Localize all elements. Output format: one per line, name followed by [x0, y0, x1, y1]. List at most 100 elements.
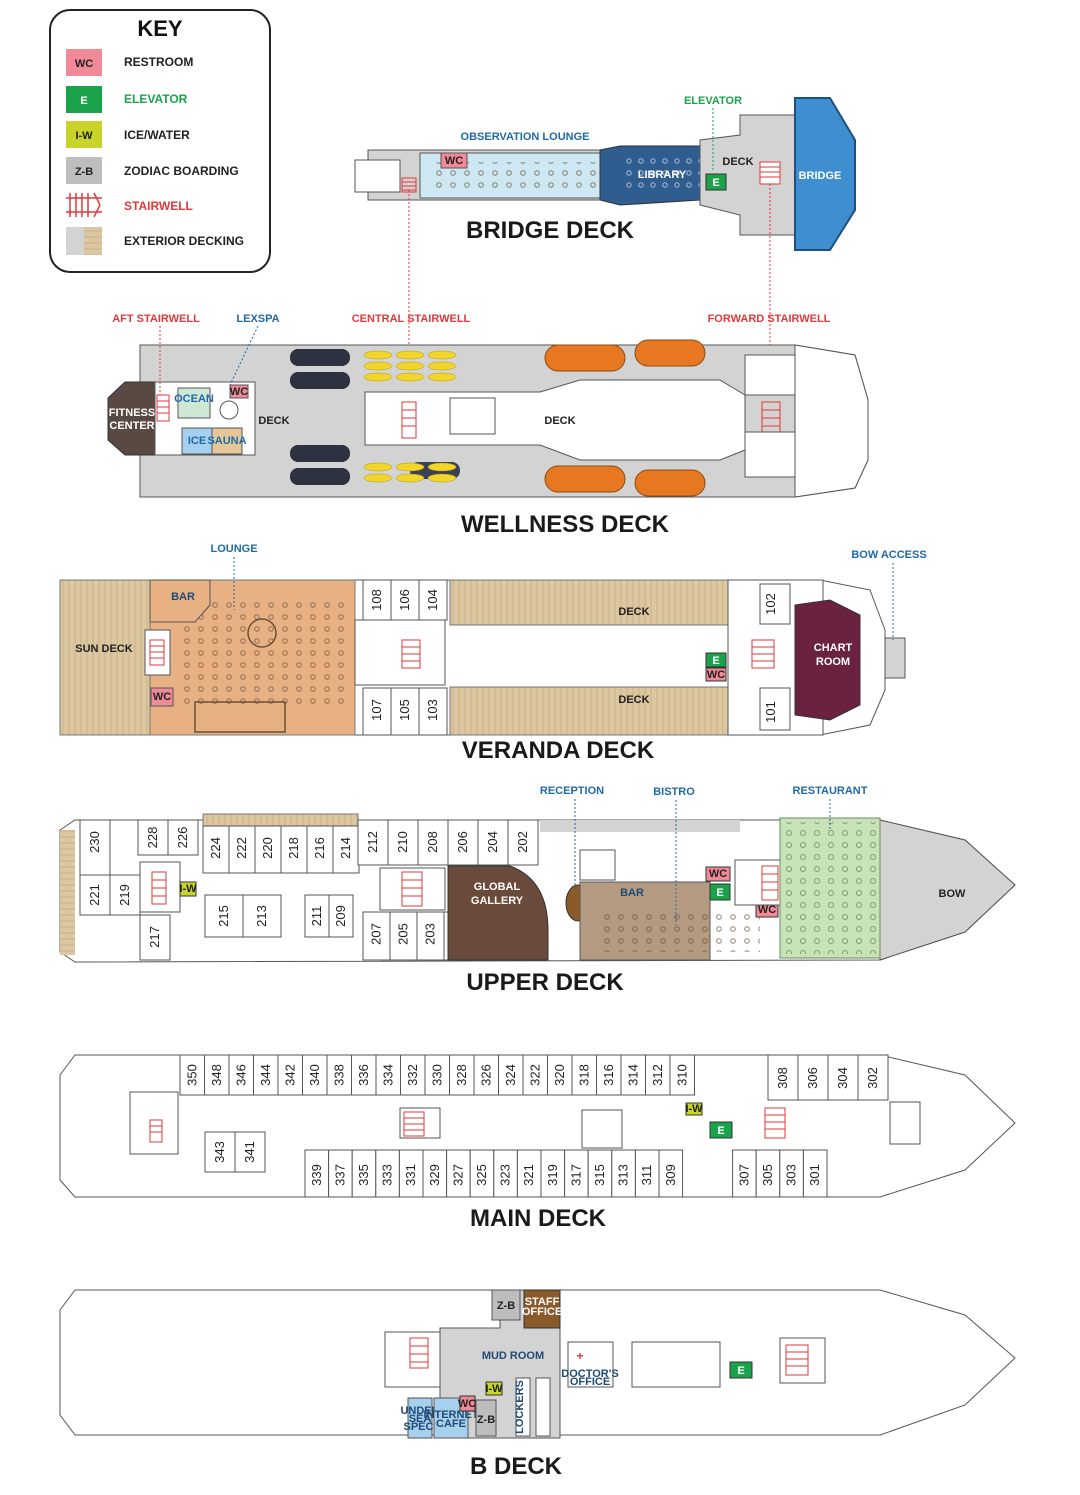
lockers — [515, 1377, 531, 1437]
stairwell-icon — [761, 865, 779, 901]
forward-structure-top — [744, 354, 796, 396]
reception-block — [579, 849, 616, 881]
cabin-number: 334 — [380, 1064, 395, 1086]
restroom-label: WC — [758, 904, 776, 916]
cabin-104 — [418, 579, 448, 621]
bridge-aft-structure — [354, 159, 401, 193]
cabin-number: 217 — [147, 926, 162, 948]
upper-central-stair-block — [379, 867, 446, 911]
bow-label: BOW — [939, 888, 967, 900]
upper-gray-strip — [540, 820, 740, 832]
b-deck: Z-B STAFF OFFICE MUD ROOM LOCKERS UNDER … — [59, 1289, 1016, 1480]
cabin-number: 222 — [234, 837, 249, 859]
legend-item-icewater: I-W ICE/WATER — [66, 121, 190, 148]
bistro-bar-label: BAR — [620, 887, 644, 899]
cabin-number: 307 — [736, 1164, 751, 1186]
legend-symbol: I-W — [75, 130, 93, 142]
staff-office-label: STAFF — [525, 1296, 560, 1308]
restaurant-seating — [783, 822, 878, 954]
legend-item-restroom: WC RESTROOM — [66, 49, 193, 76]
elevator-veranda — [705, 652, 727, 668]
lounge-label: LOUNGE — [210, 543, 257, 555]
cabin-301 — [802, 1149, 828, 1198]
b-aft-stair-block — [384, 1331, 441, 1388]
restroom-label: WC — [458, 1398, 476, 1410]
cabin-number: 342 — [282, 1064, 297, 1086]
wellness-deck-title: WELLNESS DECK — [461, 511, 670, 538]
bridge-room — [794, 97, 856, 251]
cabin-number: 325 — [474, 1164, 489, 1186]
cabin-number: 331 — [403, 1164, 418, 1186]
cabin-330 — [424, 1054, 450, 1096]
lounge-round-bar — [247, 618, 277, 648]
cabin-346 — [228, 1054, 254, 1096]
cabin-number: 343 — [212, 1141, 227, 1163]
sauna-room — [211, 427, 243, 455]
kayaks — [363, 350, 457, 483]
bridge-deck: WC LIBRARY DECK E BRIDGE OBSERVATION LOU… — [354, 95, 856, 251]
cabin-number: 337 — [332, 1164, 347, 1186]
doctors-office — [567, 1341, 614, 1388]
cabin-316 — [596, 1054, 622, 1096]
cabin-number: 103 — [425, 699, 440, 721]
legend-item-exterior: EXTERIOR DECKING — [66, 227, 244, 255]
bridge-deck-title: BRIDGE DECK — [466, 217, 635, 244]
zodiac-boarding-lower — [475, 1399, 497, 1437]
cabin-number: 319 — [545, 1164, 560, 1186]
stairwell-icon — [149, 1119, 163, 1143]
cabin-102 — [759, 583, 791, 625]
cabin-328 — [449, 1054, 475, 1096]
cabin-number: 105 — [397, 699, 412, 721]
cabin-number: 206 — [455, 831, 470, 853]
cabin-number: 205 — [396, 923, 411, 945]
cabin-number: 207 — [369, 923, 384, 945]
cabin-number: 310 — [674, 1064, 689, 1086]
cabin-number: 326 — [478, 1064, 493, 1086]
cabin-number: 104 — [425, 589, 440, 611]
cabin-number: 305 — [760, 1164, 775, 1186]
cabin-341 — [234, 1131, 266, 1173]
cabin-number: 336 — [356, 1064, 371, 1086]
cabin-number: 218 — [286, 837, 301, 859]
restroom-bridge — [440, 152, 468, 169]
stairwell-icon — [401, 871, 423, 907]
cabin-number: 346 — [233, 1064, 248, 1086]
lounge-stage — [194, 701, 286, 733]
stairwell-icon — [151, 871, 167, 905]
main-central-stair — [399, 1107, 441, 1139]
zodiac-swatch — [66, 157, 102, 184]
cabin-number: 304 — [835, 1067, 850, 1089]
sun-deck — [59, 579, 151, 736]
stairwell-icon — [401, 639, 421, 669]
legend-item-elevator: E ELEVATOR — [66, 86, 188, 113]
elevator-label: E — [712, 655, 719, 667]
bow-access-label: BOW ACCESS — [851, 549, 926, 561]
restroom-label: WC — [707, 669, 725, 681]
elevator-callout: ELEVATOR — [684, 95, 742, 107]
legend-box — [49, 9, 271, 273]
icewater-b — [485, 1381, 503, 1396]
doctors-office-label: OFFICE — [570, 1376, 610, 1388]
cabin-number: 215 — [216, 905, 231, 927]
library-seating — [625, 152, 705, 194]
cabin-215 — [204, 894, 244, 938]
cabin-number: 320 — [552, 1064, 567, 1086]
cabin-310 — [669, 1054, 695, 1096]
elevator-swatch — [66, 86, 102, 113]
elevator-label: E — [712, 177, 719, 189]
cabin-number: 303 — [784, 1164, 799, 1186]
upper-deck-title: UPPER DECK — [466, 969, 624, 996]
icewater-label: I-W — [485, 1383, 503, 1395]
cabin-number: 102 — [763, 593, 778, 615]
cabin-number: 332 — [405, 1064, 420, 1086]
forward-stairwell-label: FORWARD STAIRWELL — [708, 313, 831, 325]
legend-label: EXTERIOR DECKING — [124, 234, 244, 248]
cabin-number: 208 — [425, 831, 440, 853]
legend-symbol: Z-B — [75, 166, 93, 178]
cabin-309 — [658, 1149, 684, 1198]
restaurant-label: RESTAURANT — [793, 785, 868, 797]
